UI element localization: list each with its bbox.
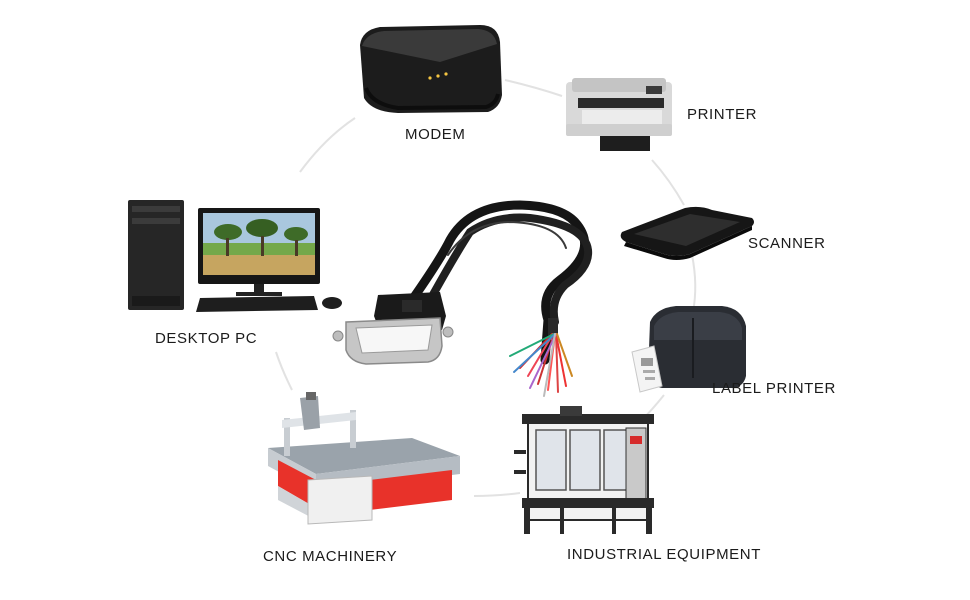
db25-cable-image (332, 200, 593, 397)
label-desktop-pc: DESKTOP PC (155, 330, 258, 347)
arc-modem-to-printer (504, 79, 563, 97)
arc-cnc-to-desktop (275, 351, 293, 391)
label-modem: MODEM (405, 126, 466, 143)
label-printer-image (631, 306, 746, 393)
modem-image (360, 25, 502, 113)
connector-ring (275, 79, 697, 497)
wire-ends (509, 333, 573, 397)
arc-printer-to-scanner (651, 159, 685, 206)
label-cnc-machinery: CNC MACHINERY (263, 548, 398, 565)
arc-industrial-to-cnc (473, 492, 521, 497)
label-label-printer: LABEL PRINTER (712, 380, 836, 397)
label-printer: PRINTER (687, 106, 758, 123)
cnc-machinery-image (268, 392, 460, 525)
printer-image (566, 78, 672, 151)
desktop-pc-image (128, 200, 342, 312)
label-industrial-equipment: INDUSTRIAL EQUIPMENT (567, 546, 761, 563)
industrial-equipment-image (514, 406, 654, 534)
label-scanner: SCANNER (748, 235, 826, 252)
arc-scanner-to-labelprinter (691, 254, 697, 313)
arc-desktop-to-modem (299, 117, 356, 173)
scanner-image (620, 206, 754, 260)
